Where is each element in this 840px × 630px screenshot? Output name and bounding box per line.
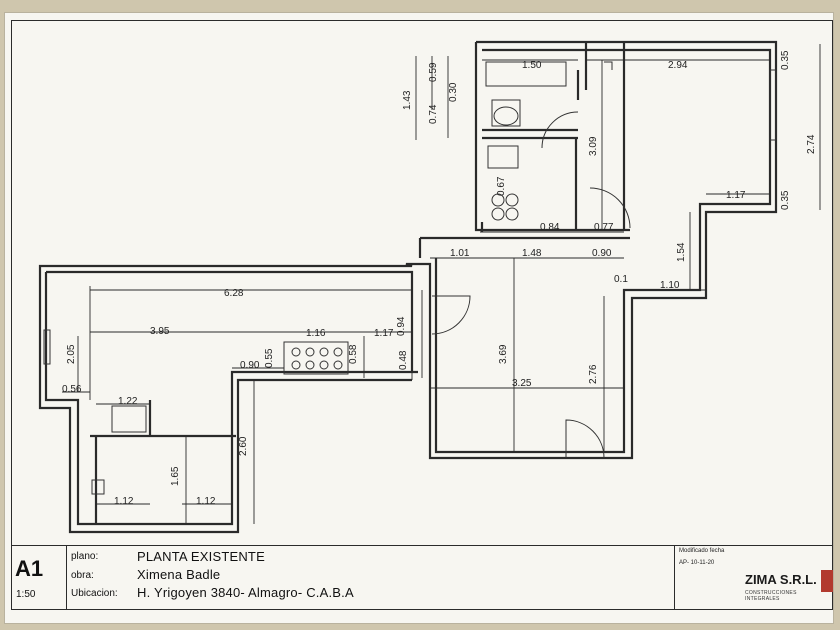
plano-value: PLANTA EXISTENTE bbox=[137, 549, 265, 564]
company-cell: Modificado fecha AP- 10-11-20 ZIMA S.R.L… bbox=[675, 546, 833, 609]
dim-0-56: 0.56 bbox=[62, 384, 82, 395]
dim-1-43: 1.43 bbox=[402, 90, 413, 110]
toilet bbox=[493, 106, 519, 126]
kitchen-sink bbox=[487, 145, 519, 169]
dim-1-65: 1.65 bbox=[170, 466, 181, 486]
dim-1-16: 1.16 bbox=[306, 328, 326, 339]
plano-label: plano: bbox=[71, 551, 99, 562]
dim-3-95: 3.95 bbox=[150, 326, 170, 337]
sheet-number: A1 bbox=[15, 556, 44, 581]
project-info-cell: plano: PLANTA EXISTENTE obra: Ximena Bad… bbox=[67, 546, 675, 609]
dim-1-48: 1.48 bbox=[522, 248, 542, 259]
dim-2-94: 2.94 bbox=[668, 60, 688, 71]
dim-0-55: 0.55 bbox=[264, 348, 275, 368]
drawing-sheet bbox=[4, 12, 834, 624]
company-subtitle: CONSTRUCCIONES INTEGRALES bbox=[745, 590, 797, 602]
dim-3-69: 3.69 bbox=[498, 344, 509, 364]
dim-2-05: 2.05 bbox=[66, 344, 77, 364]
dim-1-22: 1.22 bbox=[118, 396, 138, 407]
closet bbox=[111, 405, 147, 433]
title-block: A1 1:50 plano: PLANTA EXISTENTE obra: Xi… bbox=[11, 545, 833, 610]
plan-fixtures bbox=[43, 61, 777, 495]
sink bbox=[491, 99, 521, 127]
sheet-number-cell: A1 1:50 bbox=[11, 546, 67, 609]
dim-0-94: 0.94 bbox=[396, 316, 407, 336]
dim-0-58: 0.58 bbox=[348, 344, 359, 364]
dim-0-48: 0.48 bbox=[398, 350, 409, 370]
dim-0-59: 0.59 bbox=[428, 62, 439, 82]
modified-value: AP- 10-11-20 bbox=[679, 560, 715, 566]
dim-1-01: 1.01 bbox=[450, 248, 470, 259]
dim-1-12-right: 1.12 bbox=[196, 496, 216, 507]
dim-0-74: 0.74 bbox=[428, 104, 439, 124]
modified-label: Modificado fecha bbox=[679, 548, 725, 554]
dimension-lines bbox=[62, 44, 821, 524]
drawing-scale: 1:50 bbox=[16, 589, 36, 600]
dim-2-60: 2.60 bbox=[238, 436, 249, 456]
company-name: ZIMA S.R.L. bbox=[745, 572, 817, 587]
dim-0-77: 0.77 bbox=[594, 222, 614, 233]
dim-3-25: 3.25 bbox=[512, 378, 532, 389]
dim-1-17-living: 1.17 bbox=[374, 328, 394, 339]
dim-0-30: 0.30 bbox=[448, 82, 459, 102]
dim-2-74: 2.74 bbox=[806, 134, 817, 154]
drawing-frame bbox=[11, 20, 833, 610]
dim-0-1: 0.1 bbox=[614, 274, 628, 285]
dim-1-54: 1.54 bbox=[676, 242, 687, 262]
dim-1-10: 1.10 bbox=[660, 280, 680, 291]
plan-doors bbox=[431, 61, 631, 459]
dim-2-76: 2.76 bbox=[588, 364, 599, 384]
kitchen-stove bbox=[283, 341, 349, 375]
dim-0-90-bedroom: 0.90 bbox=[592, 248, 612, 259]
obra-value: Ximena Badle bbox=[137, 567, 221, 582]
company-logo-icon bbox=[821, 570, 833, 592]
obra-label: obra: bbox=[71, 570, 94, 581]
dim-0-35-bottom: 0.35 bbox=[780, 190, 791, 210]
dim-1-50: 1.50 bbox=[522, 60, 542, 71]
dim-0-35-top: 0.35 bbox=[780, 50, 791, 70]
dim-0-67: 0.67 bbox=[496, 176, 507, 196]
dim-6-28: 6.28 bbox=[224, 288, 244, 299]
shower bbox=[91, 479, 105, 495]
dim-1-12-left: 1.12 bbox=[114, 496, 134, 507]
ubicacion-value: H. Yrigoyen 3840- Almagro- C.A.B.A bbox=[137, 585, 354, 600]
dim-3-09: 3.09 bbox=[588, 136, 599, 156]
dim-0-90-living: 0.90 bbox=[240, 360, 260, 371]
dim-1-17-bedroom: 1.17 bbox=[726, 190, 746, 201]
dim-0-84: 0.84 bbox=[540, 222, 560, 233]
ubicacion-label: Ubicacion: bbox=[71, 588, 118, 599]
dimension-labels: 6.28 3.95 1.16 1.17 0.94 2.05 0.56 0.90 … bbox=[62, 50, 817, 507]
